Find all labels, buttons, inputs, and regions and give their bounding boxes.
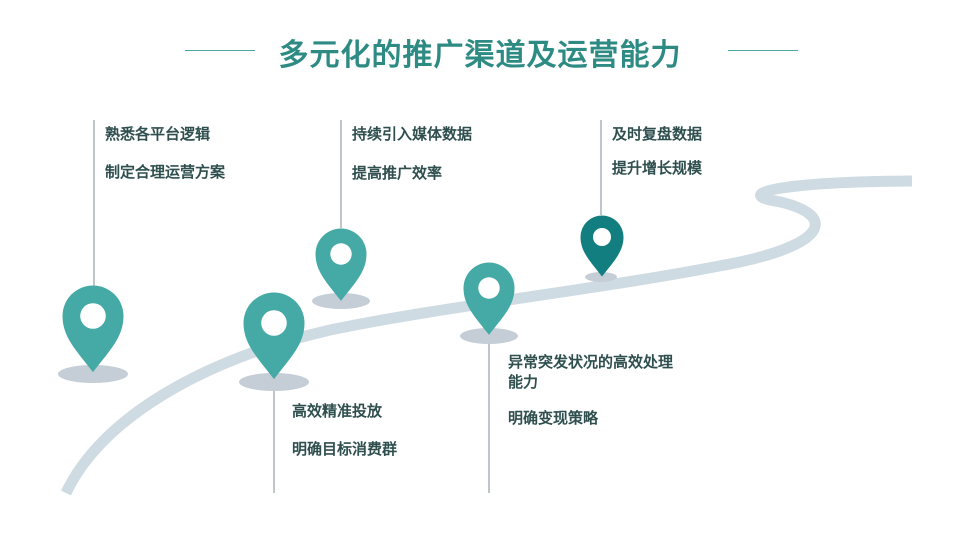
location-pin-icon-1 [62, 285, 124, 373]
location-pin-icon-5 [580, 215, 624, 277]
milestone-2-line-1: 高效精准投放 [292, 402, 383, 420]
milestone-2-line-2: 明确目标消费群 [292, 440, 398, 458]
location-pin-icon-2 [243, 292, 305, 380]
milestone-4-line-1: 异常突发状况的高效处理能力 [508, 353, 674, 391]
location-pin-icon-4 [463, 262, 515, 335]
milestone-1-line-1: 熟悉各平台逻辑 [105, 125, 211, 143]
pin-shadow-4 [460, 328, 518, 344]
title-line-right [728, 50, 798, 51]
location-pin-icon-3 [315, 228, 367, 301]
milestone-5-line-1: 及时复盘数据 [612, 125, 703, 143]
road-path [61, 175, 913, 496]
pin-shadow-2 [239, 373, 309, 391]
pin-shadow-1 [58, 365, 128, 383]
milestone-3-line-2: 提高推广效率 [352, 164, 443, 182]
title-line-left [185, 50, 255, 51]
milestone-3-line-1: 持续引入媒体数据 [352, 125, 473, 143]
milestone-1-line-2: 制定合理运营方案 [105, 163, 226, 181]
milestone-4-line-2: 明确变现策略 [508, 409, 599, 427]
page-title: 多元化的推广渠道及运营能力 [278, 38, 682, 73]
pin-shadow-5 [585, 272, 617, 282]
milestone-5-line-2: 提升增长规模 [612, 159, 703, 177]
pin-shadow-3 [312, 293, 370, 309]
